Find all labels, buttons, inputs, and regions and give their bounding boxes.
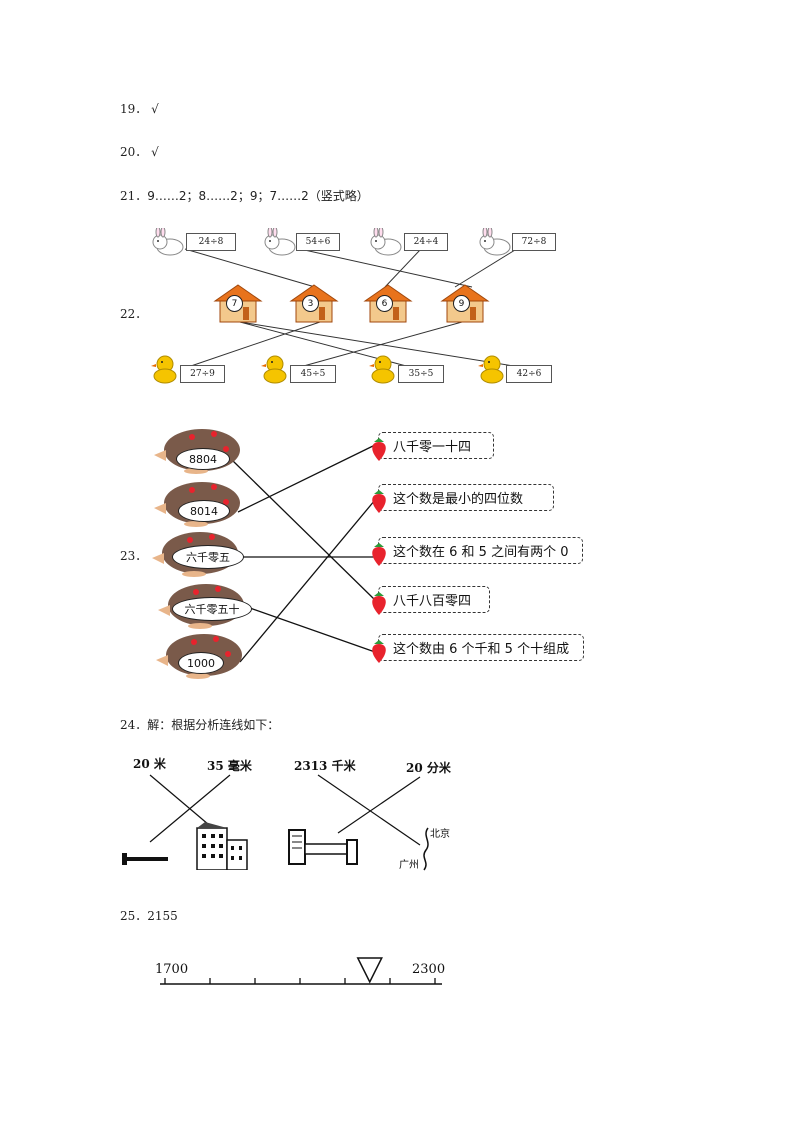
q24-lines — [149, 774, 421, 846]
nail-icon — [122, 850, 170, 869]
solution-text: 解：根据分析连线如下： — [147, 718, 280, 732]
chick-expression: 42÷6 — [506, 365, 552, 383]
description-box: 这个数由 6 个千和 5 个十组成 — [378, 634, 584, 661]
rabbit-icon — [368, 226, 402, 260]
question-21: 21．9……2；8……2；9；7……2（竖式略） — [120, 187, 369, 204]
chick-expression: 27÷9 — [180, 365, 225, 383]
check-mark: √ — [151, 145, 159, 159]
description-box: 这个数在 6 和 5 之间有两个 0 — [378, 537, 583, 564]
chick-icon — [260, 352, 290, 388]
value-marker-triangle — [356, 957, 383, 984]
question-23-number: 23． — [120, 549, 148, 563]
strawberry-icon — [369, 490, 389, 518]
rabbit-icon — [150, 226, 184, 260]
question-22-number: 22． — [120, 307, 148, 321]
length-label: 20 米 — [133, 757, 166, 771]
hedgehog-number: 六千零五十 — [172, 597, 252, 621]
house-number: 7 — [226, 295, 243, 312]
hedgehog-number: 六千零五 — [172, 545, 244, 569]
length-label: 35 毫米 — [207, 759, 252, 773]
question-19: 19． √ — [120, 100, 159, 117]
map-label-beijing: 北京 — [430, 829, 450, 840]
rabbit-expression: 24÷4 — [404, 233, 448, 251]
map-route-icon — [418, 826, 434, 876]
description-box: 这个数是最小的四位数 — [378, 484, 554, 511]
q23-lines — [231, 444, 376, 663]
house-number: 6 — [376, 295, 393, 312]
question-number: 21． — [120, 189, 148, 203]
question-20: 20． √ — [120, 143, 159, 160]
scale-end-label: 2300 — [412, 962, 446, 977]
chick-icon — [150, 352, 180, 388]
check-mark: √ — [151, 102, 159, 116]
bed-icon — [287, 826, 359, 870]
length-label: 20 分米 — [406, 761, 451, 775]
strawberry-icon — [369, 543, 389, 571]
rabbit-expression: 54÷6 — [296, 233, 340, 251]
description-box: 八千八百零四 — [378, 586, 490, 613]
hedgehog-number: 1000 — [178, 652, 224, 674]
question-number: 24． — [120, 718, 148, 732]
question-number: 25． — [120, 909, 148, 923]
map-label-guangzhou: 广州 — [399, 860, 419, 871]
question-24: 24．解：根据分析连线如下： — [120, 716, 279, 733]
chick-expression: 35÷5 — [398, 365, 444, 383]
question-25: 25．2155 — [120, 907, 178, 924]
rabbit-icon — [477, 226, 511, 260]
chick-icon — [477, 352, 507, 388]
strawberry-icon — [369, 592, 389, 620]
description-box: 八千零一十四 — [378, 432, 494, 459]
scale-start-label: 1700 — [155, 962, 189, 977]
house-number: 3 — [302, 295, 319, 312]
house-number: 9 — [453, 295, 470, 312]
question-number: 20． — [120, 145, 148, 159]
chick-expression: 45÷5 — [290, 365, 336, 383]
hedgehog-number: 8014 — [178, 500, 230, 522]
answer-text: 9……2；8……2；9；7……2（竖式略） — [147, 189, 369, 203]
building-icon — [193, 822, 251, 874]
hedgehog-number: 8804 — [176, 448, 230, 470]
rabbit-expression: 72÷8 — [512, 233, 556, 251]
rabbit-expression: 24÷8 — [186, 233, 236, 251]
number-line — [160, 957, 442, 985]
rabbit-icon — [262, 226, 296, 260]
length-label: 2313 千米 — [294, 759, 356, 773]
strawberry-icon — [369, 640, 389, 668]
answer-value: 2155 — [147, 909, 178, 923]
q22-lines — [184, 248, 521, 368]
strawberry-icon — [369, 438, 389, 466]
question-number: 19． — [120, 102, 148, 116]
chick-icon — [368, 352, 398, 388]
